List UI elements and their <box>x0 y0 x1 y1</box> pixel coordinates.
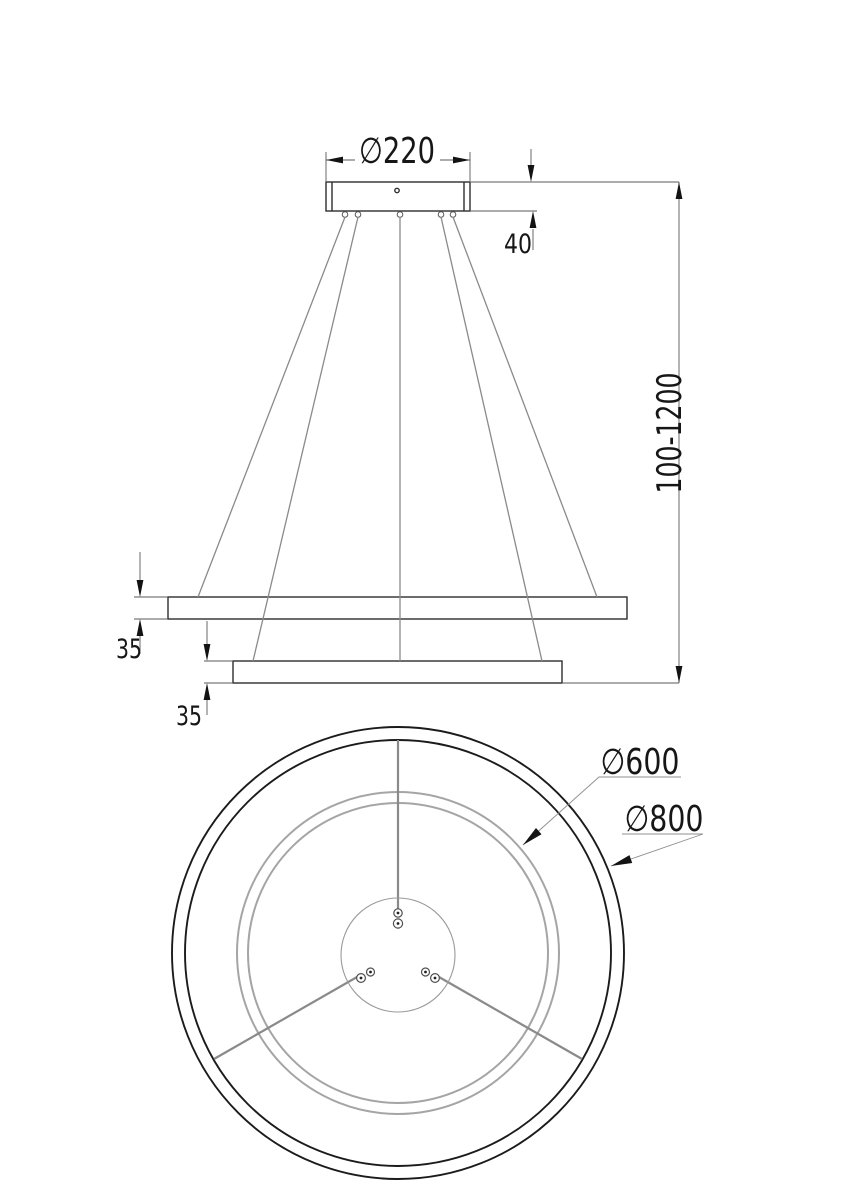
wire-outer-right <box>452 216 598 598</box>
label-ring-600-diameter: ∅600 <box>522 742 681 846</box>
arrowhead-down <box>203 644 211 661</box>
suspension-wires <box>197 216 598 662</box>
dim-suspension-range: 100-1200 <box>650 182 690 683</box>
label-ring-800-diameter: ∅800 <box>610 799 704 867</box>
ring-800-outer-edge <box>171 726 625 1180</box>
arrowhead-up <box>529 211 537 228</box>
wire-connectors <box>341 211 457 218</box>
ring-800-height-label: 35 <box>116 634 142 665</box>
arrowhead-down <box>527 165 535 182</box>
arrow-tails <box>530 149 534 250</box>
spokes <box>213 740 583 1060</box>
canopy-hole <box>394 187 400 194</box>
wire-inner-right <box>440 216 543 662</box>
arrowhead-up <box>136 619 144 636</box>
dim-canopy-height: 40 <box>504 149 537 260</box>
arrowhead-up <box>675 182 683 199</box>
extension-lines <box>204 660 233 684</box>
canopy-edge-lines <box>331 182 465 211</box>
ring-800-side-profile <box>167 596 628 620</box>
arrowhead-up <box>203 683 211 700</box>
suspension-range-label: 100-1200 <box>650 373 690 494</box>
leader-line <box>522 776 681 846</box>
arrowhead-down <box>675 666 683 683</box>
ring-600-side-profile <box>232 660 563 684</box>
extension-lines <box>325 152 471 181</box>
extension-lines <box>134 596 168 620</box>
wire-outer-left <box>197 216 346 598</box>
spoke-lower-left <box>213 976 358 1060</box>
dim-canopy-diameter: ∅220 <box>325 131 471 181</box>
dim-ring-800-height: 35 <box>116 552 168 665</box>
arrowhead-left <box>326 156 343 164</box>
plan-view: ∅600 ∅800 <box>171 726 704 1180</box>
canopy-plan-outline <box>340 897 456 1013</box>
wire-inner-left <box>252 216 359 662</box>
canopy <box>325 181 471 218</box>
arrowhead-down <box>136 580 144 597</box>
canopy-diameter-label: ∅220 <box>359 131 435 172</box>
ring-600-height-label: 35 <box>176 701 202 732</box>
arrowhead <box>523 827 542 845</box>
spoke-lower-right <box>438 976 583 1060</box>
mounting-points <box>356 908 441 983</box>
canopy-height-label: 40 <box>504 229 532 260</box>
ring-800-diameter-label: ∅800 <box>625 799 704 840</box>
ring-600-diameter-label: ∅600 <box>601 742 680 783</box>
leader-line <box>610 833 704 867</box>
dim-ring-600-height: 35 <box>176 621 233 732</box>
arrowhead-right <box>453 156 470 164</box>
arrowhead <box>611 855 633 866</box>
side-view: ∅220 40 100-1200 35 <box>116 131 690 732</box>
canopy-body <box>325 181 471 212</box>
